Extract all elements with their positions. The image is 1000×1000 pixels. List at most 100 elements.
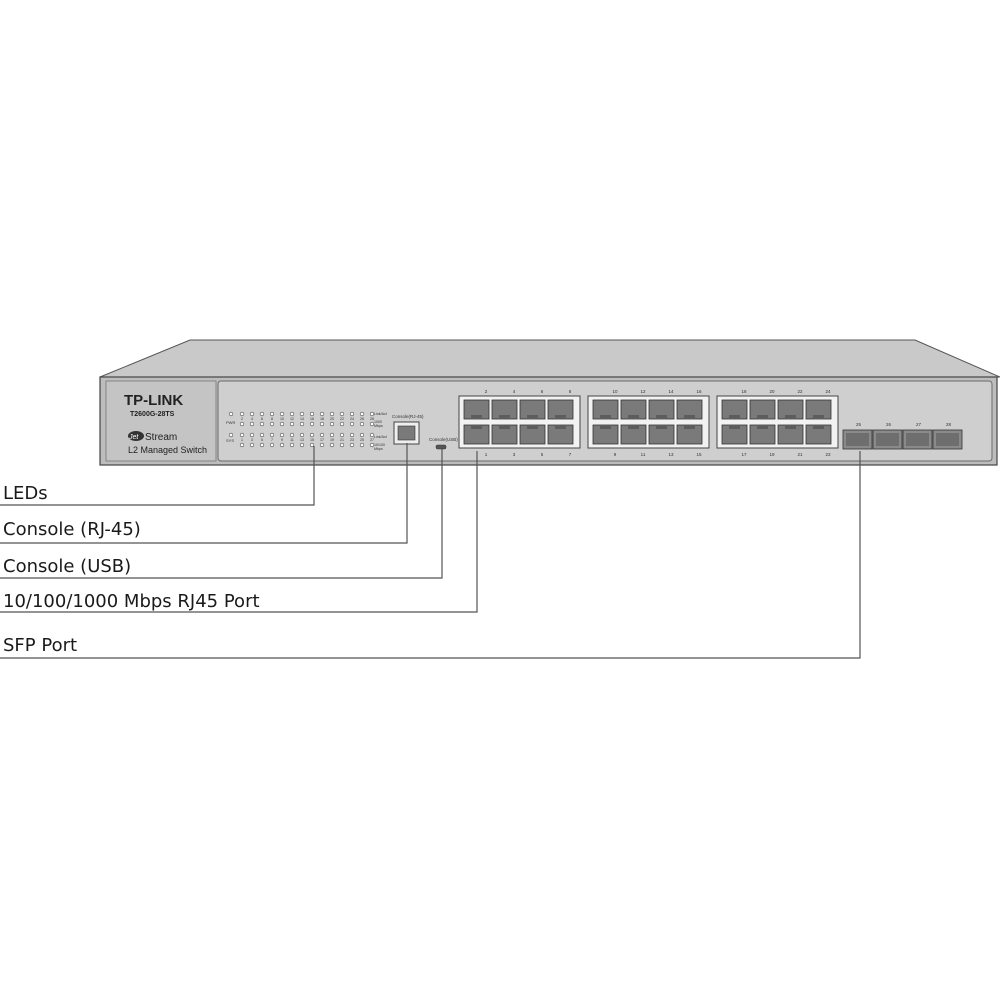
sfp-port-cage: [846, 433, 869, 446]
rj45-port-latch: [471, 425, 482, 429]
sfp-number: 27: [916, 422, 922, 427]
led-indicator: [269, 432, 275, 438]
led-indicator: [319, 411, 325, 417]
port-number: 11: [641, 452, 646, 457]
callout-console-rj45: Console (RJ-45): [3, 519, 141, 540]
port-number: 20: [769, 389, 775, 394]
console-usb-port: [435, 444, 447, 450]
sfp-port-cage: [876, 433, 899, 446]
console-rj45-label: Console(RJ-45): [392, 414, 424, 419]
led-number: 13: [300, 438, 304, 442]
series-prefix: Jet: [128, 434, 139, 441]
led-indicator: [249, 442, 255, 448]
port-number: 24: [825, 389, 831, 394]
port-number: 6: [541, 389, 544, 394]
rj45-port-latch: [628, 425, 639, 429]
led-number: 16: [310, 417, 314, 421]
led-indicator: [249, 432, 255, 438]
port-number: 12: [640, 389, 646, 394]
port-number: 19: [769, 452, 775, 457]
led-indicator: [239, 421, 245, 427]
led-indicator: [319, 442, 325, 448]
led-indicator: [359, 411, 365, 417]
led-number: 18: [320, 417, 324, 421]
led-number: 25: [360, 438, 364, 442]
rj45-port-latch: [729, 425, 740, 429]
led-indicator: [299, 421, 305, 427]
led-legend-top-1: Link/Act: [374, 412, 387, 416]
sfp-number: 25: [856, 422, 862, 427]
led-number: 27: [370, 438, 374, 442]
rj45-port-latch: [656, 425, 667, 429]
led-legend-top-2: 1000: [374, 420, 382, 424]
led-pwr: [228, 411, 234, 417]
rj45-port-latch: [813, 425, 824, 429]
led-indicator: [349, 442, 355, 448]
led-sys: [228, 432, 234, 438]
port-number: 16: [696, 389, 702, 394]
led-indicator: [369, 432, 375, 438]
port-number: 1: [485, 452, 488, 457]
led-indicator: [349, 411, 355, 417]
led-indicator: [329, 411, 335, 417]
port-number: 13: [668, 452, 674, 457]
led-number: 23: [350, 438, 354, 442]
led-number: 9: [281, 438, 283, 442]
callout-line-rj45: [0, 451, 478, 613]
led-indicator: [359, 421, 365, 427]
led-indicator: [339, 432, 345, 438]
led-indicator: [239, 442, 245, 448]
led-indicator: [289, 432, 295, 438]
rj45-port-latch: [785, 425, 796, 429]
led-panel: 2143658710912111413161518172019222124232…: [228, 411, 375, 448]
led-indicator: [329, 442, 335, 448]
rj45-port-latch: [600, 425, 611, 429]
sfp-number: 28: [946, 422, 952, 427]
callout-console-usb: Console (USB): [3, 556, 132, 577]
led-number: 3: [251, 438, 253, 442]
led-indicator: [269, 442, 275, 448]
led-indicator: [279, 432, 285, 438]
led-indicator: [349, 432, 355, 438]
led-number: 26: [360, 417, 364, 421]
led-indicator: [299, 432, 305, 438]
led-number: 20: [330, 417, 334, 421]
port-number: 23: [825, 452, 831, 457]
sfp-port-cage: [936, 433, 959, 446]
series-suffix: Stream: [145, 432, 177, 443]
port-number: 18: [741, 389, 747, 394]
rj45-port-latch: [499, 415, 510, 419]
port-number: 9: [614, 452, 617, 457]
rj45-port-latch: [757, 415, 768, 419]
led-indicator: [279, 442, 285, 448]
led-indicator: [279, 421, 285, 427]
port-number: 3: [513, 452, 516, 457]
led-indicator: [249, 421, 255, 427]
led-indicator: [259, 442, 265, 448]
rj45-port-latch: [499, 425, 510, 429]
rj45-port-latch: [527, 425, 538, 429]
port-number: 21: [797, 452, 803, 457]
led-number: 28: [370, 417, 374, 421]
led-indicator: [249, 411, 255, 417]
led-number: 12: [290, 417, 294, 421]
led-indicator: [329, 432, 335, 438]
led-indicator: [269, 421, 275, 427]
led-number: 15: [310, 438, 314, 442]
rj45-port-latch: [628, 415, 639, 419]
description-label: L2 Managed Switch: [128, 445, 207, 455]
callout-line-console-usb: [0, 449, 443, 579]
led-number: 10: [280, 417, 284, 421]
port-number: 2: [485, 389, 488, 394]
port-number: 5: [541, 452, 544, 457]
led-indicator: [339, 421, 345, 427]
led-number: 17: [320, 438, 324, 442]
led-indicator: [349, 421, 355, 427]
led-indicator: [299, 442, 305, 448]
console-usb-label: Console(USB): [429, 437, 458, 442]
led-sys-label: SYS: [226, 438, 234, 443]
led-indicator: [359, 432, 365, 438]
led-indicator: [319, 421, 325, 427]
port-number: 22: [797, 389, 803, 394]
